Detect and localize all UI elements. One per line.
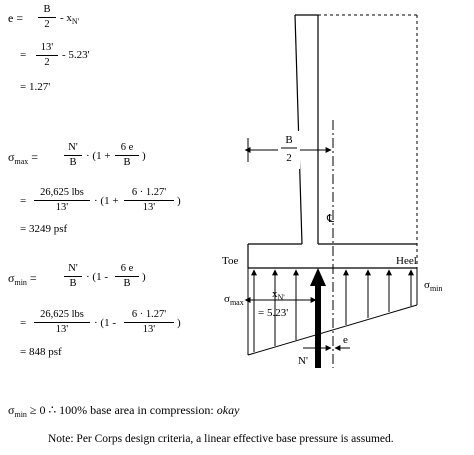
eccentricity-fraction-13-over-2: 13'2 — [36, 42, 58, 69]
resultant-label: N' — [298, 355, 308, 367]
eccentricity-minus-xn: - xN' — [60, 12, 80, 26]
sigma-min-fraction-n-over-b: N'B — [64, 263, 82, 290]
stem-left-face — [294, 14, 303, 245]
half-width-den: 2 — [286, 152, 292, 164]
centerline-symbol: ℄ — [326, 213, 334, 225]
heel-label: Heel — [396, 255, 417, 267]
sigma-min-fraction-eccentricity: 6 · 1.27'13' — [124, 309, 174, 336]
backfill-outline — [318, 14, 418, 268]
sigma-max-label: σmax — [224, 293, 244, 307]
eccentricity-result: = 1.27' — [20, 81, 51, 93]
sigma-max-fraction-n-over-b: N'B — [64, 142, 82, 169]
design-note: Note: Per Corps design criteria, a linea… — [48, 433, 394, 445]
sigma-max-result: = 3249 psf — [20, 223, 68, 235]
sigma-min-lhs: σmin = — [8, 271, 37, 287]
sigma-max-lhs: σmax = — [8, 150, 39, 166]
sigma-min-eq1-middle: · (1 - — [86, 271, 108, 283]
sigma-max-eq2-middle: · (1 + — [94, 195, 119, 207]
sigma-max-eq1-middle: · (1 + — [86, 150, 111, 162]
sigma-min-result: = 848 psf — [20, 346, 62, 358]
half-width-num: B — [285, 134, 292, 146]
pressure-arrows — [251, 269, 414, 352]
eccentricity-eq2-equals: = — [20, 49, 27, 61]
pressure-diagram — [247, 268, 418, 356]
toe-label: Toe — [222, 255, 238, 267]
sigma-min-label: σmin — [424, 279, 442, 293]
sigma-min-eq1-close: ) — [142, 271, 146, 283]
sigma-max-eq1-close: ) — [142, 150, 146, 162]
sigma-min-eq2-close: ) — [177, 317, 181, 329]
sigma-max-eq2-equals: = — [20, 195, 27, 207]
compression-check: σmin ≥ 0 ∴ 100% base area in compression… — [8, 403, 240, 419]
xn-label: xN' — [272, 288, 285, 302]
xn-value: = 5.23' — [258, 307, 288, 319]
sigma-min-eq2-equals: = — [20, 317, 27, 329]
sigma-max-eq2-close: ) — [177, 195, 181, 207]
resultant-arrow-head — [310, 268, 326, 286]
sigma-min-eq2-middle: · (1 - — [94, 317, 116, 329]
sigma-max-fraction-eccentricity: 6 · 1.27'13' — [124, 187, 174, 214]
eccentricity-minus-value: - 5.23' — [62, 49, 90, 61]
eccentricity-lhs: e = — [8, 11, 24, 25]
e-label: e — [343, 334, 348, 346]
